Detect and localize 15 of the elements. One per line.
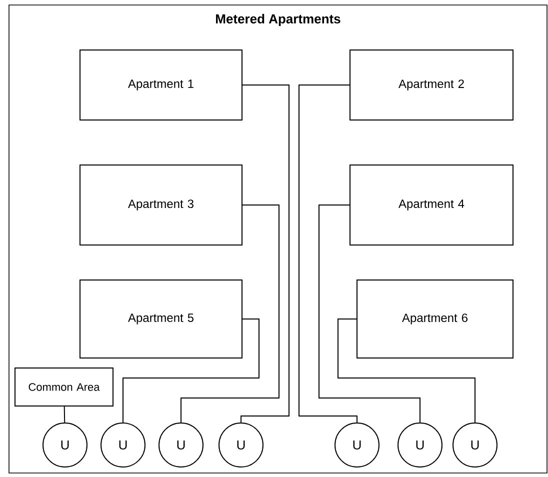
connector-line: [180, 204, 280, 423]
apartment-box: Apartment 3: [80, 164, 242, 246]
area-box: Common Area: [14, 368, 114, 406]
apartment-box: Apartment 6: [356, 280, 514, 358]
apartment-box: Apartment 4: [350, 164, 514, 246]
apartment-box: Apartment 1: [80, 50, 242, 120]
connector-line: [318, 204, 420, 423]
apartment-box: Apartment 5: [80, 280, 242, 358]
connector-line: [122, 318, 260, 423]
connector-line: [240, 84, 290, 423]
apartment-box: Apartment 2: [350, 50, 514, 120]
connector-line: [298, 84, 358, 423]
connector-line: [64, 406, 66, 423]
connector-line: [338, 318, 476, 423]
title: Metered Apartments: [216, 14, 340, 26]
